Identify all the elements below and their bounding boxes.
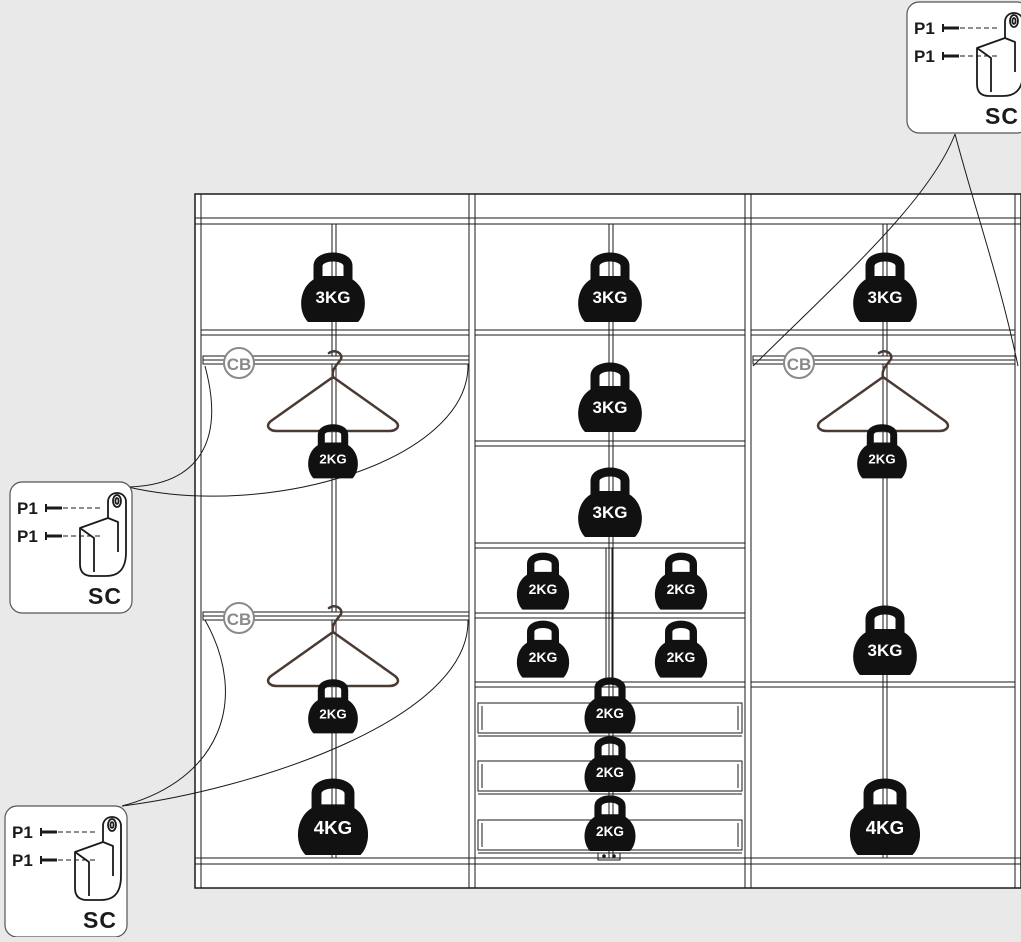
weights-layer: 3KG 2KG 2KG 4KG 3KG 3KG 3KG 2KG 2KG 2KG 2KG 2KG 2KG 2…: [297, 252, 921, 855]
cb-label: CB: [227, 355, 252, 374]
weight-label: 3KG: [316, 288, 351, 307]
screw-icon: [942, 52, 997, 60]
weight-label: 2KG: [667, 649, 696, 665]
cb-badge-left-lower: CB: [223, 602, 255, 634]
weight-label: 2KG: [596, 765, 624, 780]
screw-label: P1: [914, 47, 935, 66]
screw-label: P1: [914, 19, 935, 38]
weight-label: 3KG: [868, 288, 903, 307]
weight-label: 2KG: [529, 581, 558, 597]
kettlebell-icon: 2KG: [584, 736, 636, 792]
kettlebell-icon: 2KG: [308, 424, 358, 479]
screw-icon: [45, 532, 100, 540]
kettlebell-icon: 2KG: [516, 620, 570, 678]
kettlebell-icon: 3KG: [578, 362, 642, 432]
cb-badges: CB CB CB: [223, 347, 815, 634]
kettlebell-icon: 2KG: [654, 620, 708, 678]
weight-label: 2KG: [667, 581, 696, 597]
kettlebell-icon: 2KG: [857, 424, 907, 479]
bracket-label: SC: [985, 103, 1019, 129]
screw-label: P1: [12, 851, 33, 870]
kettlebell-icon: 2KG: [584, 795, 636, 851]
bracket-label: SC: [83, 907, 117, 933]
weight-label: 2KG: [319, 452, 346, 467]
weight-label: 2KG: [596, 824, 624, 839]
drawer-handle-clip: [597, 852, 621, 861]
bracket-label: SC: [88, 583, 122, 609]
weight-label: 4KG: [866, 817, 904, 838]
cb-label: CB: [787, 355, 812, 374]
weight-label: 2KG: [529, 649, 558, 665]
kettlebell-icon: 3KG: [578, 252, 642, 322]
kettlebell-icon: 2KG: [654, 552, 708, 610]
kettlebell-icon: 3KG: [853, 252, 917, 322]
screw-label: P1: [17, 527, 38, 546]
screw-label: P1: [12, 823, 33, 842]
screw-icon: [942, 24, 997, 32]
cb-badge-left-upper: CB: [223, 347, 255, 379]
kettlebell-icon: 4KG: [297, 778, 369, 855]
weight-label: 4KG: [314, 817, 352, 838]
kettlebell-icon: 3KG: [301, 252, 365, 322]
screw-label: P1: [17, 499, 38, 518]
weight-label: 3KG: [593, 288, 628, 307]
kettlebell-icon: 4KG: [849, 778, 921, 855]
weight-label: 2KG: [319, 707, 346, 722]
sc-bracket-icon: [976, 12, 1021, 97]
cb-label: CB: [227, 610, 252, 629]
weight-label: 2KG: [596, 706, 624, 721]
weight-label: 3KG: [868, 641, 903, 660]
sc-bracket-icon: [74, 816, 122, 901]
screw-icon: [45, 504, 100, 512]
kettlebell-icon: 3KG: [853, 605, 917, 675]
weight-label: 3KG: [593, 503, 628, 522]
screw-icon: [40, 856, 95, 864]
kettlebell-icon: 2KG: [516, 552, 570, 610]
sc-bracket-icon: [79, 492, 127, 577]
screw-icon: [40, 828, 95, 836]
kettlebell-icon: 3KG: [578, 467, 642, 537]
weight-label: 3KG: [593, 398, 628, 417]
weight-label: 2KG: [868, 452, 895, 467]
cb-badge-right: CB: [783, 347, 815, 379]
kettlebell-icon: 2KG: [584, 677, 636, 733]
kettlebell-icon: 2KG: [308, 679, 358, 734]
